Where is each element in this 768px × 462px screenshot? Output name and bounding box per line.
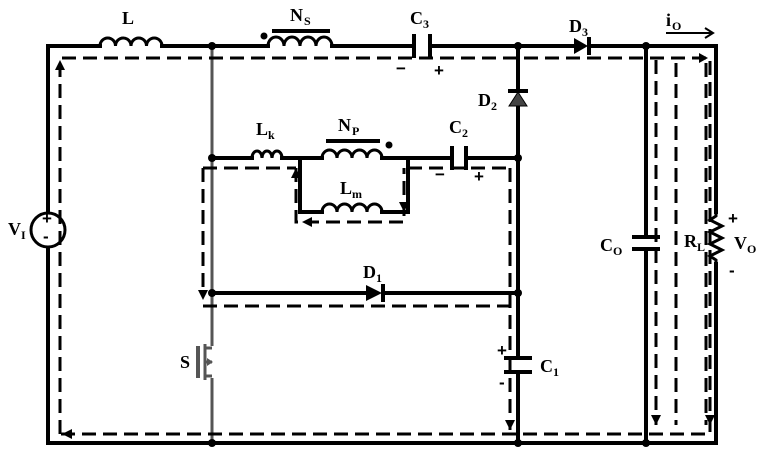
magnetizing-inductor-lm <box>320 202 384 213</box>
label-c2: C 2 <box>449 117 468 140</box>
svg-text:3: 3 <box>582 25 588 39</box>
input-source-vi <box>29 211 67 249</box>
label-lm: L m <box>340 178 362 201</box>
svg-text:2: 2 <box>491 99 497 113</box>
label-np: N P <box>338 115 359 138</box>
diode-d1 <box>366 284 385 302</box>
primary-winding-np <box>320 139 393 159</box>
svg-text:−: − <box>435 165 445 184</box>
svg-text:+: + <box>42 209 52 228</box>
label-s: S <box>180 352 190 372</box>
svg-text:2: 2 <box>462 126 468 140</box>
svg-text:-: - <box>43 227 49 246</box>
load-resistor-rl <box>706 212 726 264</box>
output-current-arrow <box>666 27 715 39</box>
capacitor-c2 <box>450 146 468 170</box>
svg-text:-: - <box>729 261 735 280</box>
current-flow-paths <box>58 56 712 436</box>
svg-text:-: - <box>499 373 505 392</box>
svg-text:L: L <box>340 178 352 198</box>
diode-d3 <box>574 37 591 55</box>
polarity-marks: − + − + + - + - + - <box>42 59 738 392</box>
svg-text:I: I <box>21 228 26 242</box>
capacitor-c1 <box>504 356 532 374</box>
svg-text:C: C <box>449 117 462 137</box>
label-rl: R L <box>684 231 705 254</box>
svg-text:3: 3 <box>423 17 429 31</box>
svg-text:O: O <box>747 242 756 256</box>
svg-text:V: V <box>8 219 21 239</box>
svg-text:L: L <box>122 8 134 28</box>
svg-text:N: N <box>290 5 303 25</box>
svg-text:L: L <box>256 119 268 139</box>
svg-text:1: 1 <box>376 271 382 285</box>
label-d2: D 2 <box>478 90 497 113</box>
svg-text:O: O <box>613 244 622 258</box>
svg-text:O: O <box>672 19 681 33</box>
capacitor-c3 <box>412 34 432 58</box>
label-l: L <box>122 8 134 28</box>
svg-text:1: 1 <box>553 365 559 379</box>
svg-text:C: C <box>600 235 613 255</box>
inductor-l <box>98 36 164 47</box>
secondary-winding-ns <box>260 29 334 47</box>
svg-text:D: D <box>478 90 491 110</box>
svg-text:+: + <box>474 167 484 186</box>
svg-text:N: N <box>338 115 351 135</box>
svg-text:S: S <box>304 14 311 28</box>
svg-text:V: V <box>734 233 747 253</box>
svg-text:S: S <box>180 352 190 372</box>
svg-text:D: D <box>363 262 376 282</box>
leakage-inductor-lk <box>250 149 284 159</box>
svg-text:C: C <box>540 356 553 376</box>
svg-text:m: m <box>352 187 362 201</box>
svg-text:+: + <box>728 209 738 228</box>
label-c1: C 1 <box>540 356 559 379</box>
label-ns: N S <box>290 5 311 28</box>
label-d3: D 3 <box>569 16 588 39</box>
mosfet-switch-s <box>196 344 213 380</box>
label-c3: C 3 <box>410 8 429 31</box>
svg-text:P: P <box>352 124 359 138</box>
label-vo: V O <box>734 233 756 256</box>
label-lk: L k <box>256 119 275 142</box>
svg-text:R: R <box>684 231 698 251</box>
diode-d2 <box>508 89 528 107</box>
junction-dots <box>208 42 650 447</box>
svg-text:+: + <box>434 61 444 80</box>
current-arrowheads <box>55 53 715 439</box>
svg-text:+: + <box>497 341 507 360</box>
label-d1: D 1 <box>363 262 382 285</box>
label-vi: V I <box>8 219 26 242</box>
label-io: i O <box>666 10 681 33</box>
svg-text:i: i <box>666 10 671 30</box>
label-co: C O <box>600 235 622 258</box>
svg-text:C: C <box>410 8 423 28</box>
svg-text:−: − <box>396 59 406 78</box>
svg-text:k: k <box>268 128 275 142</box>
svg-text:L: L <box>697 240 705 254</box>
svg-text:D: D <box>569 16 582 36</box>
